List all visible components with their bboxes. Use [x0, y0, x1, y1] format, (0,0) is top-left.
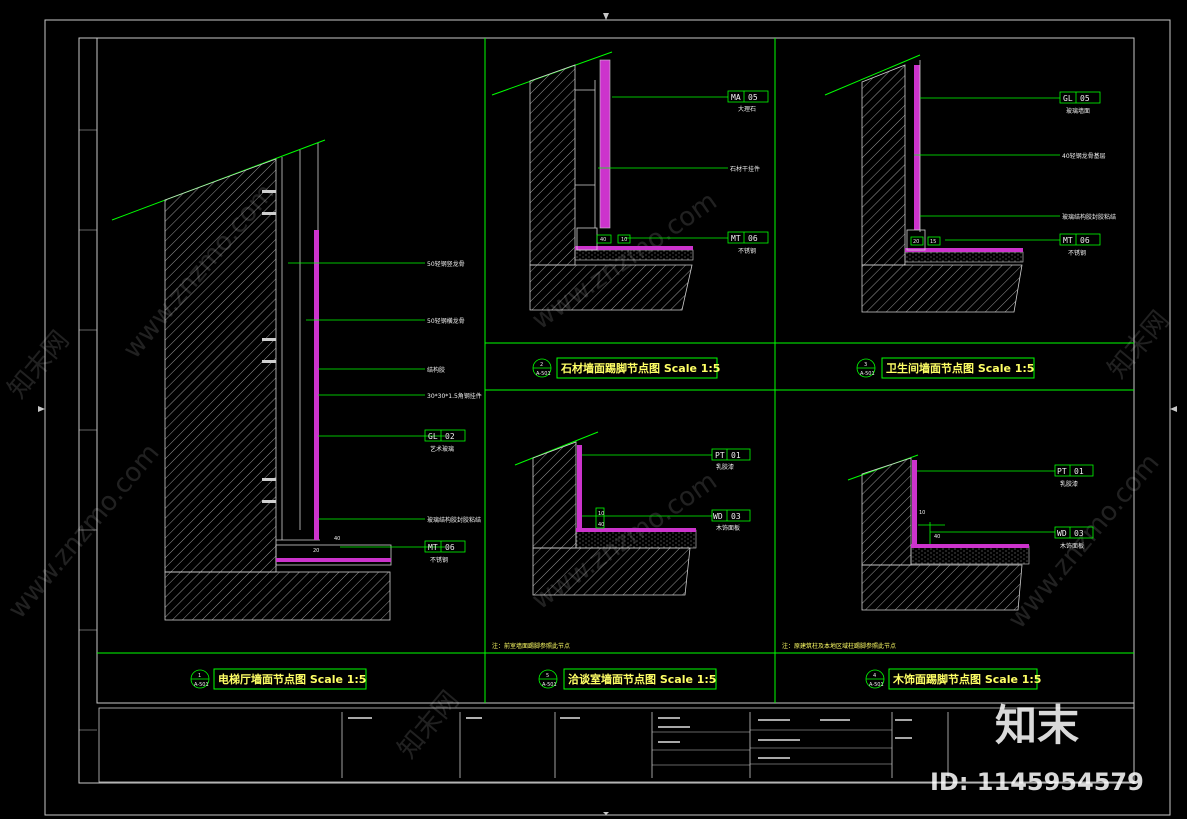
tag-label: 玻璃墙面: [1066, 107, 1090, 115]
tag-num: 06: [1080, 236, 1090, 245]
tag-code: GL: [1063, 94, 1073, 103]
svg-text:知末网: 知末网: [1102, 305, 1175, 384]
detail-note: 注：原建筑柱及本地区域柱踢脚参照此节点: [782, 642, 896, 650]
dim: 10: [598, 511, 604, 517]
tag-label: 不锈钢: [1068, 249, 1086, 257]
index-no: 5: [546, 673, 549, 679]
tag-code: PT: [715, 451, 725, 460]
index-no: 4: [873, 673, 876, 679]
callout-4: 30*30*1.5角钢挂件: [427, 392, 482, 400]
callout-6: 玻璃结构胶封胶粘结: [427, 516, 481, 524]
tag-code: PT: [1057, 467, 1067, 476]
callout: 玻璃结构胶封胶粘结: [1062, 213, 1116, 221]
tag-num: 01: [731, 451, 741, 460]
tag-label: 不锈钢: [430, 556, 448, 564]
index-sheet: A-501: [536, 371, 551, 377]
tag-label: 大理石: [738, 105, 756, 113]
index-no: 3: [864, 362, 867, 368]
callout: 40轻钢龙骨基层: [1062, 152, 1106, 160]
tag-code: MT: [731, 234, 741, 243]
detail-title: 电梯厅墙面节点图 Scale 1:5: [218, 672, 366, 686]
detail-title: 木饰面踢脚节点图 Scale 1:5: [892, 672, 1041, 686]
tag-num: 03: [1074, 529, 1084, 538]
tag-code: MT: [1063, 236, 1073, 245]
dim: 10: [919, 510, 925, 516]
index-sheet: A-501: [542, 682, 557, 688]
dim: 20: [913, 239, 919, 245]
tag-label: 木饰面板: [1060, 542, 1084, 550]
dim: 40: [334, 536, 340, 542]
svg-text:www.znzmo.com: www.znzmo.com: [2, 438, 165, 624]
tag-code: WD: [713, 512, 723, 521]
detail-bathroom: GL 05 玻璃墙面 40轻钢龙骨基层 玻璃结构胶封胶粘结 MT 06 不锈钢 …: [824, 54, 1116, 379]
index-sheet: A-501: [869, 682, 884, 688]
detail-elevator: 50轻钢竖龙骨 50轻钢横龙骨 结构胶 30*30*1.5角钢挂件 玻璃结构胶封…: [111, 139, 482, 690]
tag-code: MT: [428, 543, 438, 552]
svg-text:知末网: 知末网: [392, 685, 465, 764]
callout: 石材干挂件: [730, 165, 760, 173]
tag-num: 01: [1074, 467, 1084, 476]
tag-code: GL: [428, 432, 438, 441]
callout-3: 结构胶: [427, 366, 445, 374]
detail-meeting: PT 01 乳胶漆 WD 03 木饰面板 10 40 注：前室墙面踢脚参照此节点…: [492, 431, 751, 690]
tag-label: 乳胶漆: [716, 463, 734, 471]
detail-wood: PT 01 乳胶漆 WD 03 木饰面板 10 40 注：原建筑柱及本地区域柱踢…: [782, 454, 1094, 690]
detail-stone: MA 05 大理石 石材干挂件 MT 06 不锈钢 40 10 2 A-501 …: [491, 51, 769, 379]
index-sheet: A-501: [860, 371, 875, 377]
tag-label: 木饰面板: [716, 524, 740, 532]
id-label: ID: 1145954579: [930, 768, 1144, 796]
dim: 40: [600, 237, 606, 243]
tag-code: WD: [1057, 529, 1067, 538]
index-no: 2: [540, 362, 543, 368]
tag-num: 03: [731, 512, 741, 521]
site-logo: 知末 ID: 1145954579: [930, 701, 1144, 796]
tag-num: 02: [445, 432, 455, 441]
title-block: [98, 707, 1135, 783]
svg-text:知末网: 知末网: [2, 325, 75, 404]
dim: 20: [313, 548, 319, 554]
tag-code: MA: [731, 93, 741, 102]
detail-title: 石材墙面踢脚节点图 Scale 1:5: [560, 361, 720, 375]
tag-num: 06: [445, 543, 455, 552]
callout-1: 50轻钢竖龙骨: [427, 260, 465, 268]
tag-num: 06: [748, 234, 758, 243]
dim: 10: [621, 237, 627, 243]
index-sheet: A-501: [194, 682, 209, 688]
tag-label: 不锈钢: [738, 247, 756, 255]
detail-title: 洽谈室墙面节点图 Scale 1:5: [568, 672, 716, 686]
panel-grid: [97, 38, 1134, 703]
tag-num: 05: [1080, 94, 1090, 103]
dim: 40: [934, 534, 940, 540]
callout-2: 50轻钢横龙骨: [427, 317, 465, 325]
svg-text:知末: 知末: [995, 701, 1079, 750]
detail-note: 注：前室墙面踢脚参照此节点: [492, 642, 570, 650]
dim: 15: [930, 239, 936, 245]
dim: 40: [598, 522, 604, 528]
tag-num: 05: [748, 93, 758, 102]
tag-label: 艺术玻璃: [430, 445, 454, 453]
index-no: 1: [198, 673, 201, 679]
sheet-frame: [38, 13, 1177, 816]
tag-label: 乳胶漆: [1060, 480, 1078, 488]
detail-title: 卫生间墙面节点图 Scale 1:5: [886, 361, 1034, 375]
